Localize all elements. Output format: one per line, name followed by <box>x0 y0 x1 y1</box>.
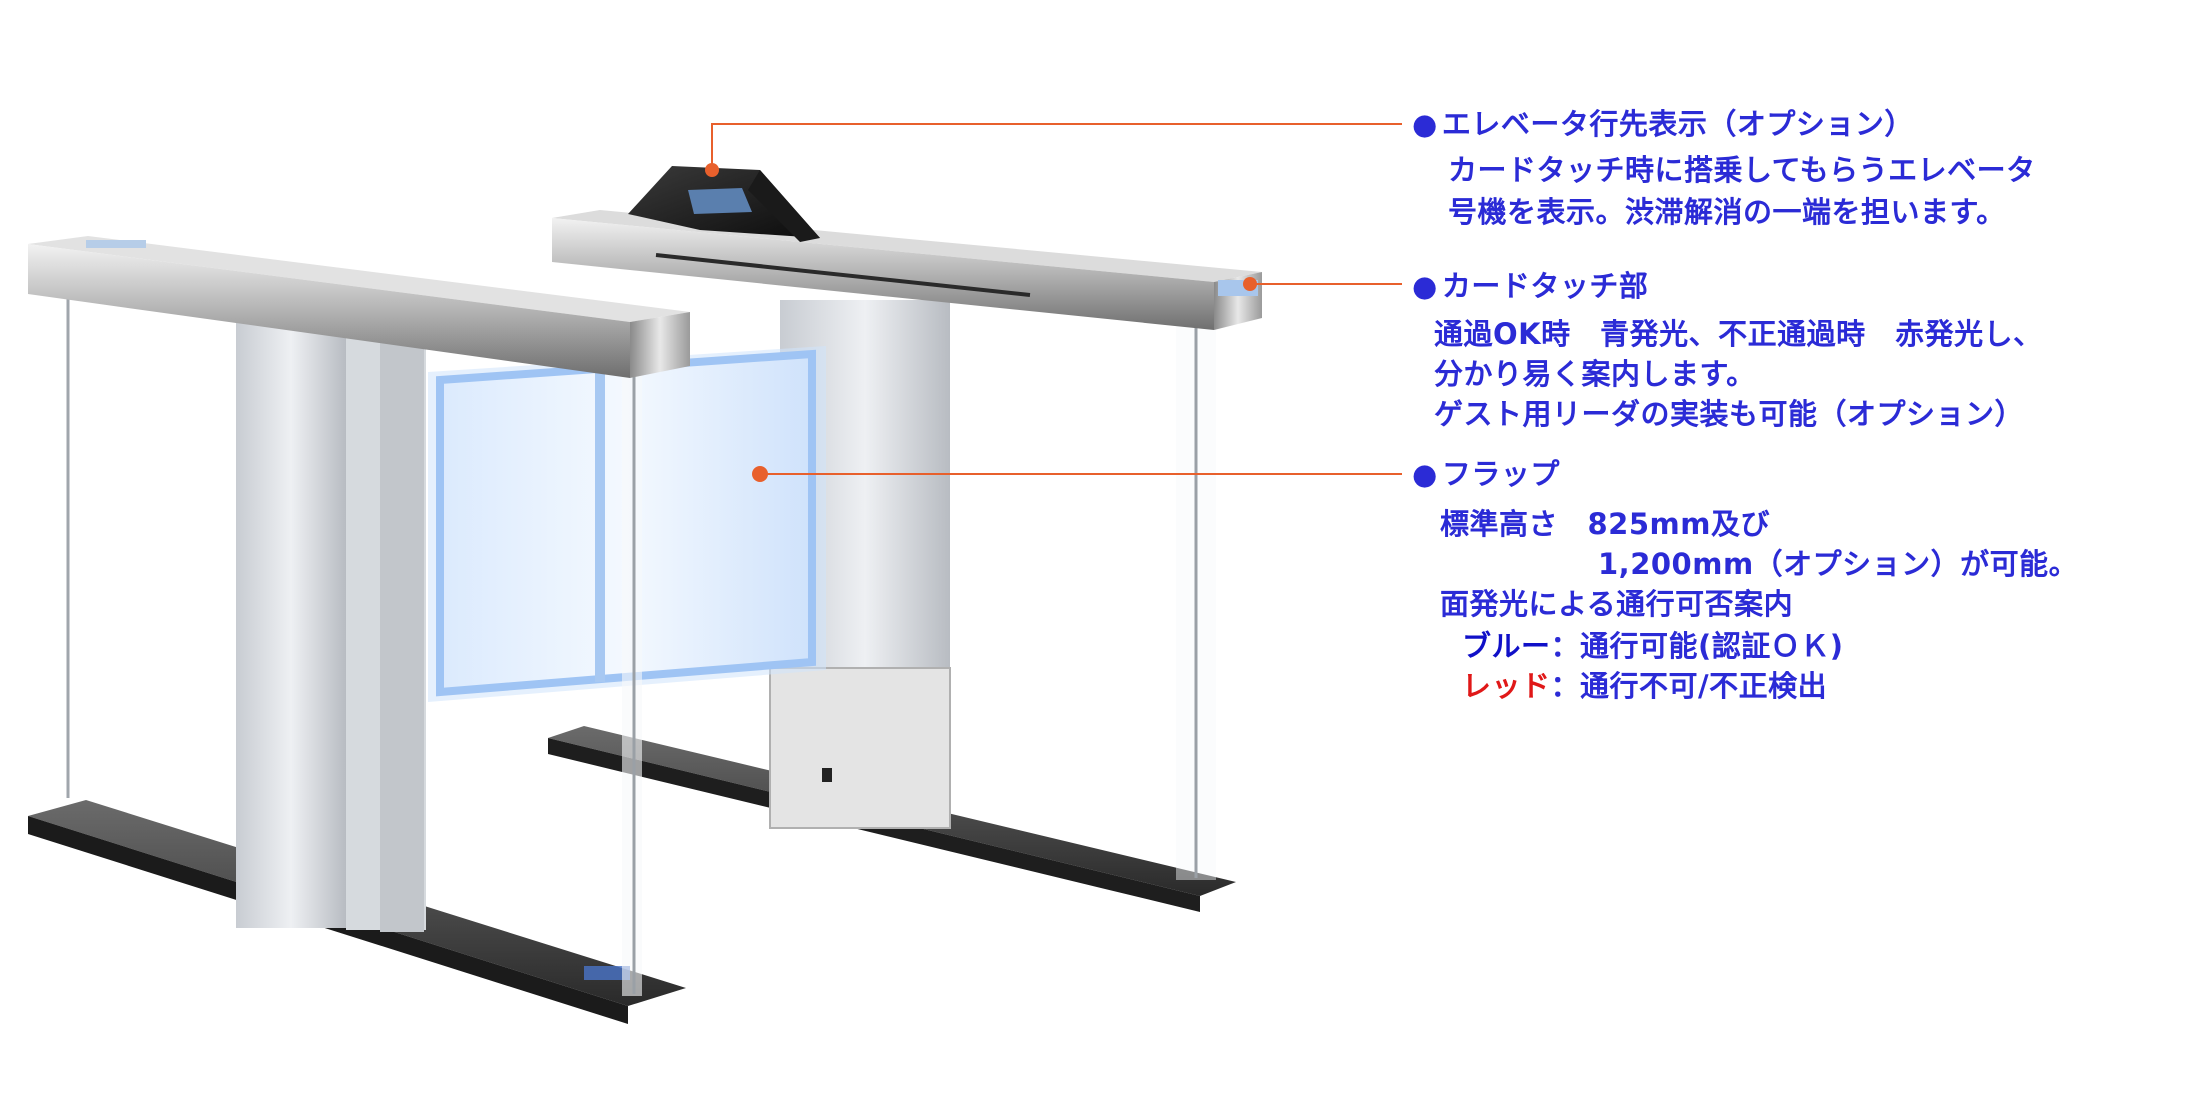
back-pillar-panel <box>769 667 951 829</box>
back-top-beam-front <box>552 218 1214 330</box>
display-support <box>748 170 820 242</box>
front-top-beam-front <box>28 244 630 378</box>
gate-front-unit <box>28 236 690 1024</box>
callout-dot-card-touch <box>1243 277 1257 291</box>
front-base-indicator <box>584 966 630 980</box>
back-beam-slot <box>655 253 1031 297</box>
callout-dot-flap <box>752 466 768 482</box>
front-pillar-edge <box>380 336 424 932</box>
front-pillar <box>236 318 346 928</box>
callouts <box>705 123 1402 482</box>
callout-line-elevator <box>711 123 1402 170</box>
front-card-touch-pad <box>86 240 146 248</box>
front-top-beam-top <box>28 236 690 322</box>
gate-back-unit <box>548 166 1262 912</box>
front-glass-panel <box>622 356 642 996</box>
back-pillar-sensor <box>822 768 832 782</box>
callout-dot-elevator <box>705 163 719 177</box>
front-top-beam-end <box>630 312 690 378</box>
elevator-display-screen <box>688 188 752 214</box>
